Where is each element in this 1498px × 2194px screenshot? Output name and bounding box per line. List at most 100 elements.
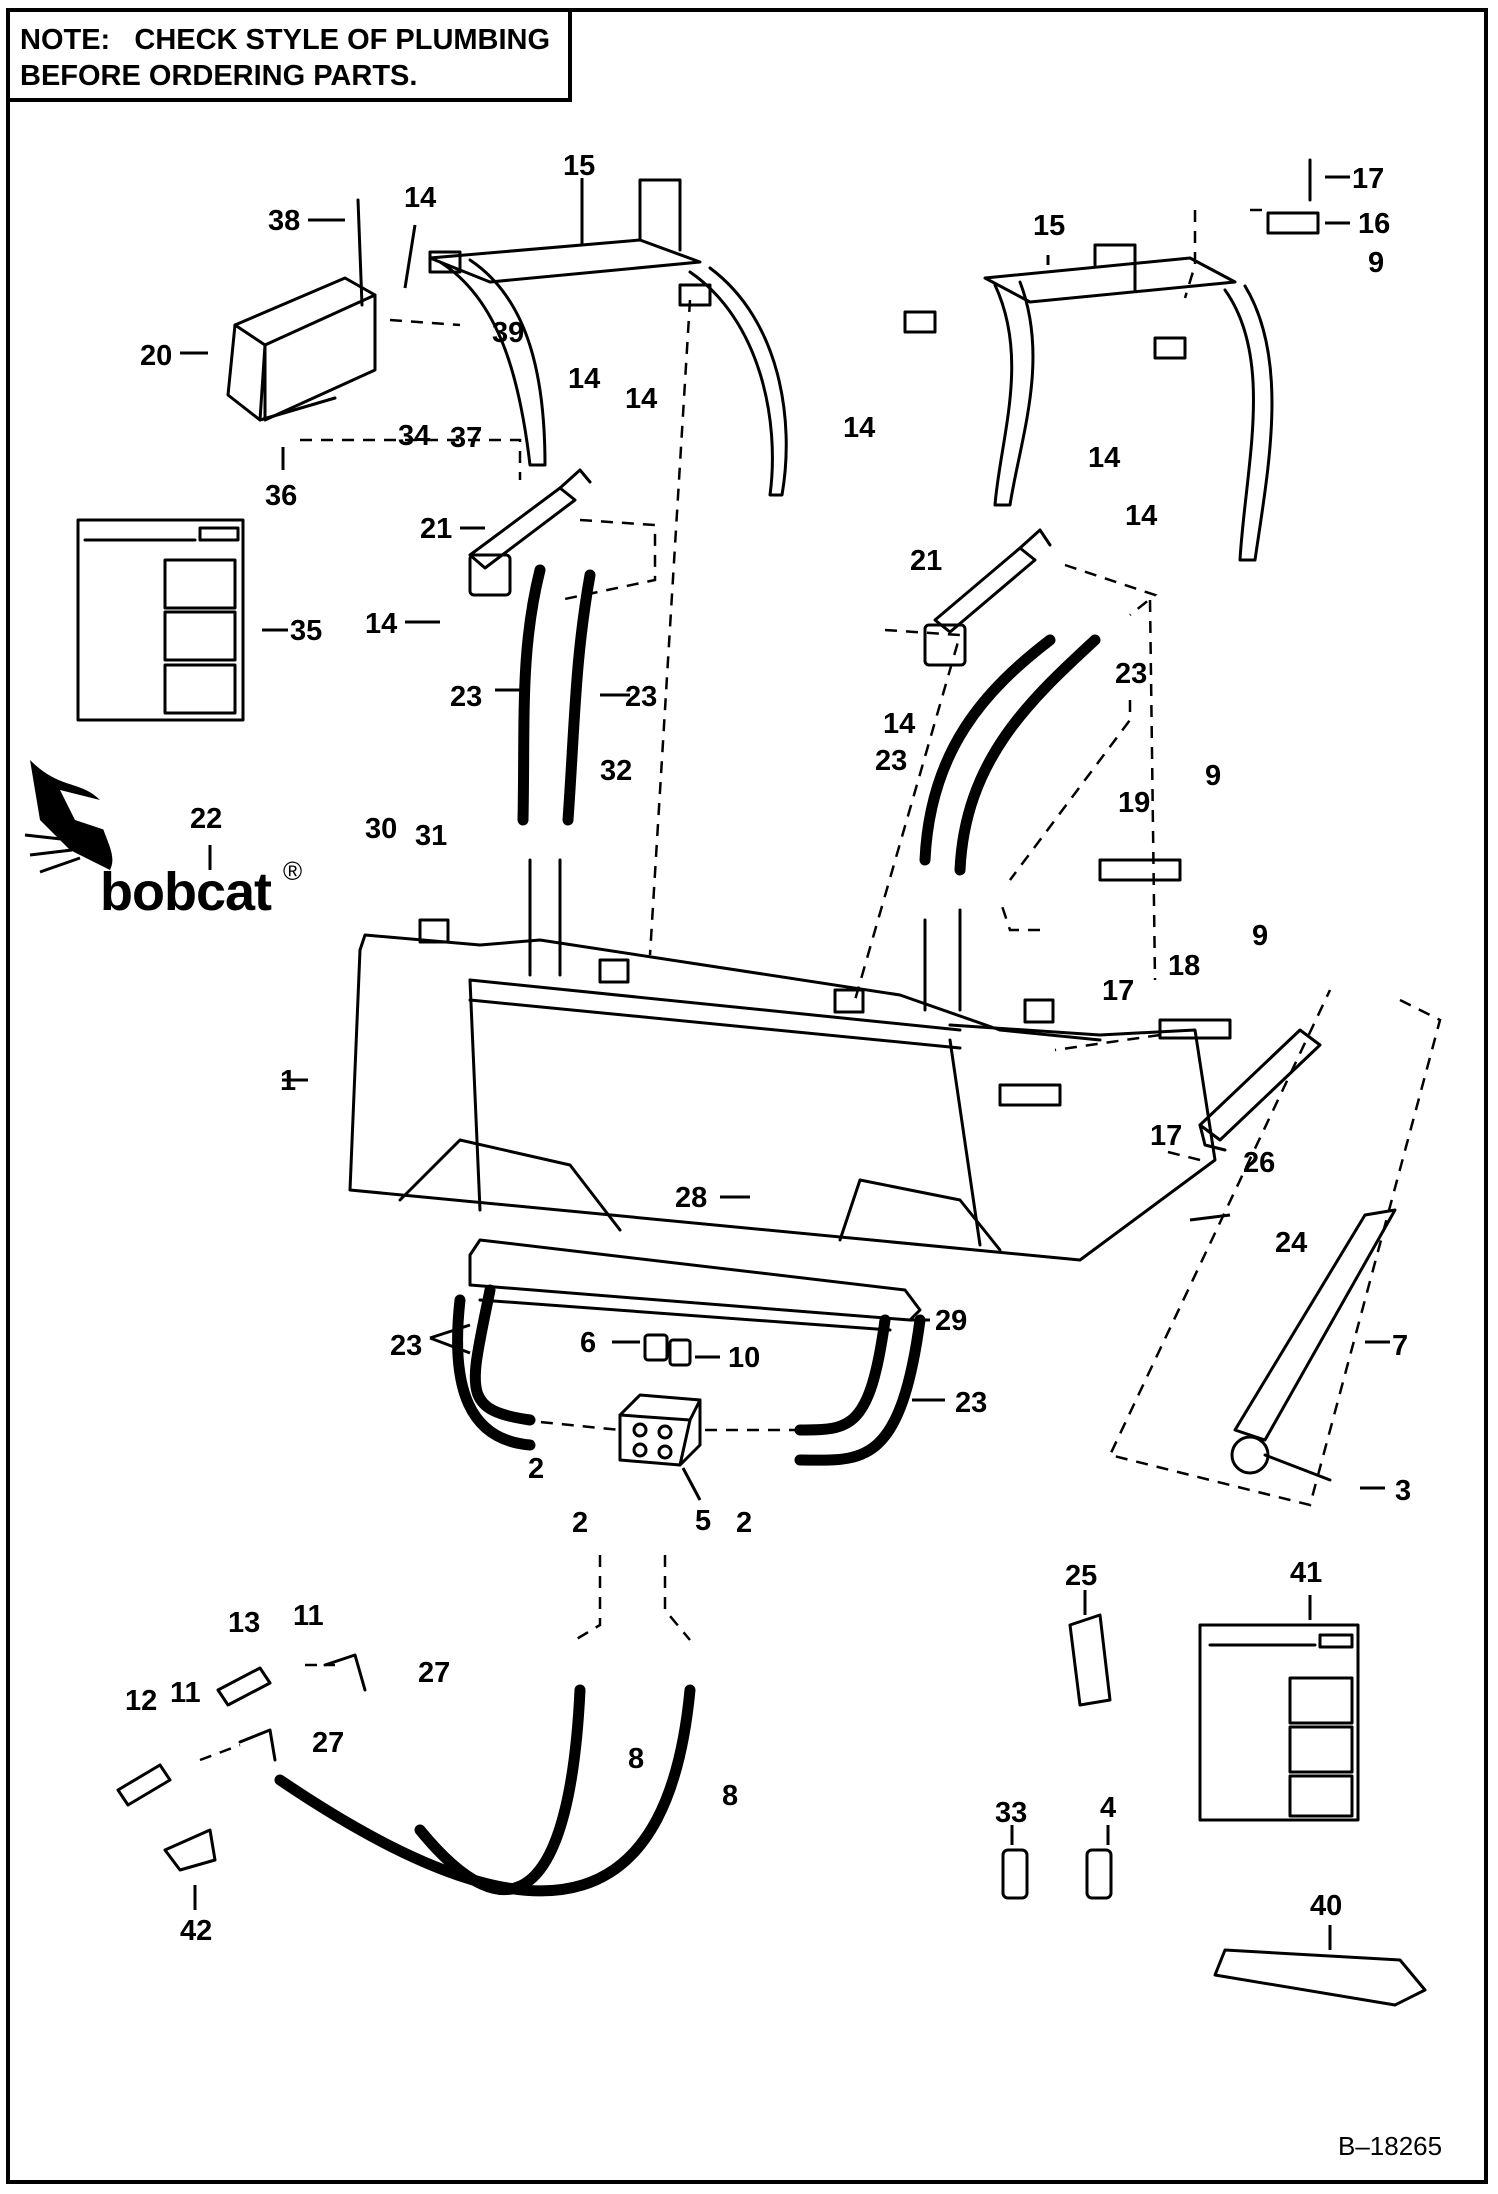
callout-39: 39: [492, 317, 524, 349]
callout-9-top: 9: [1368, 247, 1384, 279]
callout-leaders: [180, 175, 1390, 1950]
bobcat-wordmark: bobcat: [100, 862, 272, 922]
callout-11-upper: 11: [293, 1600, 324, 1632]
callout-31: 31: [415, 820, 447, 852]
valve-block: [618, 1393, 702, 1467]
callout-23-e: 23: [390, 1330, 422, 1362]
bobcat-head-icon: [24, 760, 113, 874]
callout-16: 16: [1358, 208, 1390, 240]
callout-36: 36: [265, 480, 297, 512]
decal-35: [76, 518, 245, 722]
callout-23-d: 23: [875, 745, 907, 777]
callout-2-mid: 2: [572, 1507, 588, 1539]
drawing-frame: [6, 8, 1488, 2184]
callout-25: 25: [1065, 1560, 1097, 1592]
fitting-6: [643, 1333, 669, 1362]
fitting-13: [216, 1666, 272, 1707]
callout-38: 38: [268, 205, 300, 237]
dashed-leaders: [199, 208, 1442, 1762]
decal-41: [1198, 1623, 1360, 1822]
callout-15-left: 15: [563, 150, 595, 182]
bar-26: [1198, 1028, 1322, 1152]
callout-42: 42: [180, 1915, 212, 1947]
callout-23-a: 23: [450, 681, 482, 713]
bracket-20: [226, 276, 377, 422]
cylinder-right: [923, 528, 1052, 667]
callout-14-c: 14: [568, 363, 600, 395]
callout-14-g: 14: [1125, 500, 1157, 532]
callout-22: 22: [190, 803, 222, 835]
part-33: [1001, 1848, 1029, 1900]
callout-23-b: 23: [625, 681, 657, 713]
note-box: NOTE: CHECK STYLE OF PLUMBING BEFORE ORD…: [6, 8, 572, 102]
callout-19: 19: [1118, 787, 1150, 819]
callout-35: 35: [290, 615, 322, 647]
callout-14-d: 14: [365, 608, 397, 640]
callout-14-a: 14: [404, 182, 436, 214]
callout-27-upper: 27: [418, 1657, 450, 1689]
mounting-plate: [468, 1238, 922, 1332]
callout-17-top: 17: [1352, 163, 1384, 195]
pin-16: [1266, 211, 1320, 235]
callout-14-b: 14: [625, 383, 657, 415]
callout-37: 37: [450, 422, 482, 454]
callout-10: 10: [728, 1342, 760, 1374]
callout-28: 28: [675, 1182, 707, 1214]
part-4: [1085, 1848, 1113, 1900]
registered-mark: ®: [283, 856, 302, 886]
grapple-frame-left: [428, 178, 788, 497]
callout-13: 13: [228, 1607, 260, 1639]
drawing-reference: B–18265: [1338, 2131, 1442, 2161]
callout-18: 18: [1168, 950, 1200, 982]
bucket: [348, 858, 1217, 1262]
callout-12: 12: [125, 1685, 157, 1717]
callout-14-f: 14: [1088, 442, 1120, 474]
callout-7: 7: [1392, 1330, 1408, 1362]
elbow-27-lower: [238, 1728, 277, 1762]
note-line-1: NOTE: CHECK STYLE OF PLUMBING: [20, 24, 551, 56]
callout-21-right: 21: [910, 545, 942, 577]
callout-24: 24: [1275, 1227, 1307, 1259]
callout-2-left: 2: [528, 1453, 544, 1485]
grapple-frame-right: [903, 243, 1274, 562]
callout-30: 30: [365, 813, 397, 845]
callout-14-h: 14: [883, 708, 915, 740]
strip-40: [1213, 1948, 1427, 2007]
fitting-12: [116, 1763, 172, 1807]
pin-19: [1098, 858, 1182, 882]
hoses: [274, 564, 1101, 1897]
callout-9-lower: 9: [1252, 920, 1268, 952]
bolt-38: [356, 198, 364, 307]
tube-7: [1230, 1208, 1397, 1482]
callout-8-left: 8: [628, 1743, 644, 1775]
callout-3: 3: [1395, 1475, 1411, 1507]
callout-15-right: 15: [1033, 210, 1065, 242]
callout-34: 34: [398, 420, 430, 452]
callout-23-f: 23: [955, 1387, 987, 1419]
callout-1: 1: [280, 1065, 296, 1097]
part-25: [1068, 1613, 1112, 1707]
callout-labels: 1 2 2 2 3 4 5 6 7 8 8 9 9 9 10 11 11 12 …: [125, 150, 1411, 1947]
callout-21-left: 21: [420, 513, 452, 545]
callout-40: 40: [1310, 1890, 1342, 1922]
callout-33: 33: [995, 1797, 1027, 1829]
callout-2-right: 2: [736, 1507, 752, 1539]
callout-9-middle: 9: [1205, 760, 1221, 792]
callout-14-e: 14: [843, 412, 875, 444]
callout-32: 32: [600, 755, 632, 787]
callout-8-right: 8: [722, 1780, 738, 1812]
cylinder-left: [468, 468, 592, 597]
note-line-2: BEFORE ORDERING PARTS.: [20, 60, 418, 92]
callout-41: 41: [1290, 1557, 1322, 1589]
callout-27-lower: 27: [312, 1727, 344, 1759]
callout-26: 26: [1243, 1147, 1275, 1179]
callout-11-lower: 11: [170, 1677, 201, 1709]
elbow-27-upper: [323, 1653, 367, 1692]
callout-29: 29: [935, 1305, 967, 1337]
callout-6: 6: [580, 1327, 596, 1359]
callout-4: 4: [1100, 1792, 1116, 1824]
callout-17-middle: 17: [1102, 975, 1134, 1007]
callout-23-c: 23: [1115, 658, 1147, 690]
fitting-10: [668, 1338, 692, 1367]
